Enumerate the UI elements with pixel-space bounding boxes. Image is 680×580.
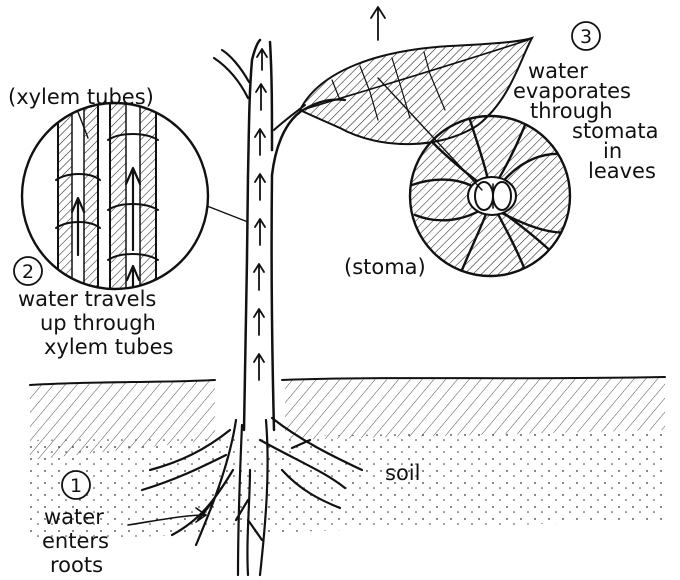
step-3-line: leaves bbox=[588, 159, 656, 183]
step-2-number: 2 bbox=[22, 261, 34, 283]
step-1-caption: water enters roots bbox=[42, 505, 109, 577]
step-3-number: 3 bbox=[580, 26, 592, 48]
step-1-line: water bbox=[44, 505, 104, 529]
step-2-line: water travels bbox=[18, 287, 156, 311]
step-1-badge: 1 bbox=[62, 471, 90, 499]
soil-label: soil bbox=[385, 461, 420, 485]
stoma-label: (stoma) bbox=[344, 255, 426, 279]
step-3-badge: 3 bbox=[572, 22, 600, 50]
soil-ground bbox=[30, 377, 665, 540]
step-1-line: enters bbox=[42, 529, 109, 553]
xylem-magnifier bbox=[22, 95, 248, 300]
step-2-line: xylem tubes bbox=[44, 335, 173, 359]
xylem-tubes-label: (xylem tubes) bbox=[8, 85, 154, 109]
step-1-number: 1 bbox=[70, 475, 82, 497]
step-2-caption: water travels up through xylem tubes bbox=[18, 287, 173, 359]
step-1-line: roots bbox=[50, 553, 103, 577]
step-2-badge: 2 bbox=[14, 257, 42, 285]
step-2-line: up through bbox=[40, 311, 156, 335]
stem-flow-arrows bbox=[254, 49, 267, 380]
